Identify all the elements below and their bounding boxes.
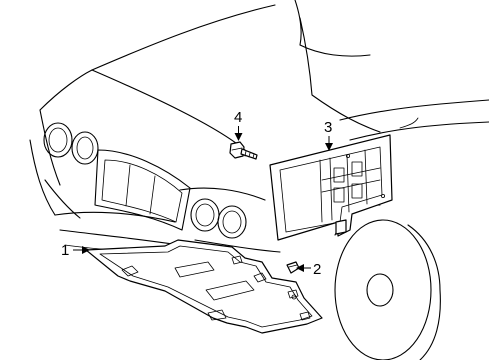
callout-3: 3 bbox=[324, 119, 333, 151]
splash-shield-panel bbox=[269, 134, 393, 241]
callout-label-1: 1 bbox=[61, 242, 69, 259]
vehicle-body-outline bbox=[29, 0, 489, 360]
callout-label-2: 2 bbox=[313, 261, 321, 278]
callout-2: 2 bbox=[296, 261, 321, 278]
engine-under-cover bbox=[85, 239, 323, 334]
callout-label-3: 3 bbox=[324, 119, 332, 136]
bolt-part bbox=[229, 141, 258, 160]
callout-1: 1 bbox=[61, 242, 90, 259]
callout-label-4: 4 bbox=[234, 109, 242, 126]
callout-4: 4 bbox=[234, 109, 243, 141]
